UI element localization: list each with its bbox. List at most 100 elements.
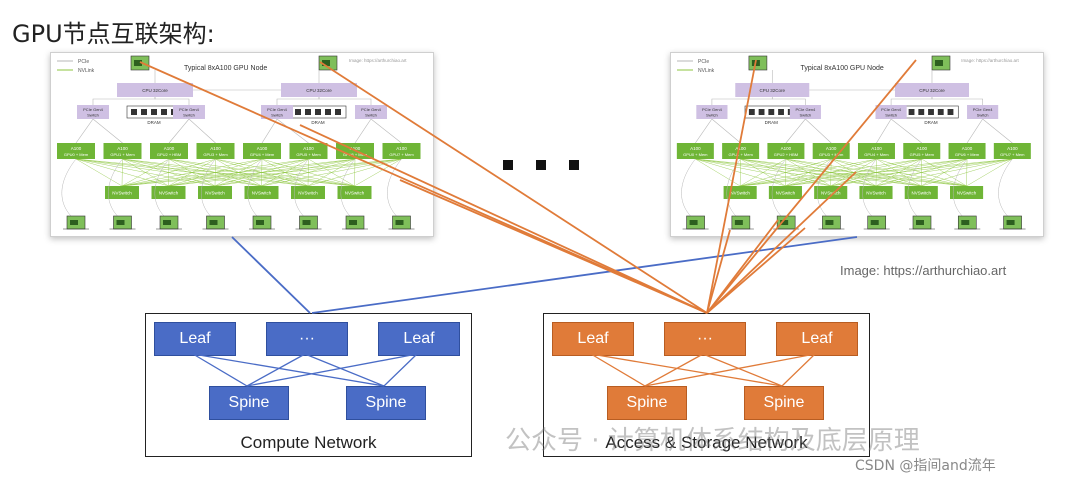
- compute-link-1-0: [246, 353, 306, 387]
- cpu-label-left-1: CPU 32Core: [306, 88, 332, 93]
- compute-leaf-2: ···: [266, 322, 348, 356]
- nvswitch-right-3: [859, 186, 893, 199]
- gpu-label-b-left-5: GPU5 + Mem: [296, 152, 321, 157]
- legend-nvlink-left: NVLink: [78, 68, 95, 74]
- dram-label-right-1: DRAM: [924, 120, 938, 125]
- compute-network-label: Compute Network: [240, 433, 377, 452]
- compute-leaf-3: Leaf: [378, 322, 460, 356]
- pcie-switch-label-a-right-1: PCIe Gen4: [795, 107, 816, 112]
- nvswitch-label-right-5: NVSwitch: [957, 191, 977, 196]
- node-title-right: Typical 8xA100 GPU Node: [801, 65, 884, 72]
- compute-spine-2: Spine: [346, 386, 426, 420]
- pcie-switch-left-1: [173, 105, 205, 119]
- gpu-right-2: [767, 143, 805, 159]
- storage-link-1-0: [644, 353, 704, 387]
- gpu-label-b-right-3: GPU3 + Mem: [819, 152, 844, 157]
- nvswitch-right-5: [950, 186, 984, 199]
- gpu-label-b-left-4: GPU4 + Mem: [250, 152, 275, 157]
- gpu-left-3: [196, 143, 235, 159]
- gpu-right-0: [676, 143, 714, 159]
- compute-spine-1: Spine: [209, 386, 289, 420]
- dram-label-left-0: DRAM: [147, 120, 161, 125]
- image-credit: Image: https://arthurchiao.art: [840, 263, 1007, 278]
- gpu-left-1: [103, 143, 142, 159]
- cpu-label-left-0: CPU 32Core: [142, 88, 168, 93]
- pcie-switch-label-b-left-3: Switch: [365, 113, 377, 118]
- pcie-switch-label-b-right-1: Switch: [799, 113, 811, 118]
- gpu-left-4: [243, 143, 281, 159]
- pcie-switch-label-b-right-2: Switch: [885, 113, 897, 118]
- gpu-label-a-right-4: A100: [871, 146, 882, 151]
- nvswitch-label-right-3: NVSwitch: [866, 191, 886, 196]
- gpu-label-a-left-2: A100: [164, 146, 175, 151]
- gpu-right-5: [903, 143, 941, 159]
- pcie-switch-left-2: [261, 105, 293, 119]
- dram-label-left-1: DRAM: [311, 120, 325, 125]
- gpu-right-3: [812, 143, 850, 159]
- pcie-switch-label-a-left-0: PCIe Gen4: [83, 107, 104, 112]
- storage-network-box: Leaf ··· Leaf Spine Spine Access & Stora…: [543, 313, 870, 457]
- nvswitch-label-left-3: NVSwitch: [252, 191, 272, 196]
- uplink-right-compute: [311, 236, 858, 314]
- pcie-switch-right-1: [789, 105, 821, 119]
- uplink-left-compute: [231, 236, 311, 314]
- gpu-label-a-right-7: A100: [1007, 146, 1018, 151]
- gpu-label-b-right-0: GPU0 + Mem: [683, 152, 708, 157]
- gpu-label-b-left-7: GPU7 + Mem: [389, 152, 414, 157]
- storage-network-label: Access & Storage Network: [605, 433, 808, 452]
- csdn-credit: CSDN @指间and流年: [855, 458, 996, 474]
- gpu-left-0: [57, 143, 95, 159]
- gpu-label-a-right-1: A100: [735, 146, 746, 151]
- node-title-left: Typical 8xA100 GPU Node: [184, 65, 267, 72]
- nvswitch-left-0: [105, 186, 139, 199]
- legend-pcie-right: PCIe: [698, 59, 709, 65]
- nvswitch-label-left-0: NVSwitch: [112, 191, 132, 196]
- storage-link-2-1: [781, 353, 816, 387]
- gpu-label-b-left-3: GPU3 + Mem: [203, 152, 228, 157]
- pcie-switch-label-a-left-3: PCIe Gen4: [361, 107, 382, 112]
- storage-uplink-right-4: [706, 229, 731, 314]
- pcie-switch-label-b-left-1: Switch: [183, 113, 195, 118]
- storage-uplink-left-2: [299, 124, 708, 314]
- compute-link-1-1: [304, 353, 385, 387]
- gpu-label-b-left-1: GPU1 + Mem: [110, 152, 135, 157]
- nvswitch-left-5: [337, 186, 372, 199]
- gpu-label-b-right-2: GPU2 + HBM: [774, 152, 798, 157]
- cpu-right-0: [735, 83, 810, 97]
- legend-pcie-left: PCIe: [78, 59, 89, 65]
- gpu-right-4: [857, 143, 895, 159]
- gpu-label-a-left-7: A100: [396, 146, 407, 151]
- storage-spine-2: Spine: [744, 386, 824, 420]
- nvswitch-left-1: [151, 186, 186, 199]
- compute-link-0-0: [192, 353, 248, 387]
- gpu-label-a-left-1: A100: [117, 146, 128, 151]
- gpu-label-b-right-4: GPU4 + Mem: [864, 152, 889, 157]
- gpu-label-a-right-2: A100: [781, 146, 792, 151]
- compute-link-2-0: [246, 353, 418, 387]
- storage-leaf-1: Leaf: [552, 322, 634, 356]
- gpu-label-a-left-0: A100: [71, 146, 82, 151]
- pcie-switch-label-a-right-0: PCIe Gen4: [702, 107, 723, 112]
- gpu-label-a-left-4: A100: [257, 146, 268, 151]
- gpu-label-b-left-0: GPU0 + Mem: [64, 152, 89, 157]
- nvswitch-label-left-5: NVSwitch: [345, 191, 365, 196]
- pcie-switch-label-a-right-2: PCIe Gen4: [881, 107, 902, 112]
- storage-link-1-1: [702, 353, 783, 387]
- nvswitch-left-3: [244, 186, 279, 199]
- watermark-text: 公众号 · 计算机体系结构及底层原理: [505, 426, 920, 456]
- cpu-label-right-1: CPU 32Core: [919, 88, 945, 93]
- pcie-switch-right-0: [696, 105, 728, 119]
- pcie-switch-left-3: [355, 105, 387, 119]
- storage-uplink-right-3: [706, 171, 857, 314]
- nvswitch-left-2: [198, 186, 232, 199]
- compute-network-box: Leaf ··· Leaf Spine Spine Compute Networ…: [145, 313, 472, 457]
- node-watermark-left: Image: https://arthurchiao.art: [349, 58, 407, 63]
- gpu-label-a-right-3: A100: [826, 146, 837, 151]
- pcie-switch-label-a-right-3: PCIe Gen4: [973, 107, 994, 112]
- gpu-label-a-left-3: A100: [210, 146, 221, 151]
- nvswitch-label-left-4: NVSwitch: [298, 191, 318, 196]
- nvswitch-label-right-1: NVSwitch: [776, 191, 796, 196]
- dram-label-right-0: DRAM: [765, 120, 779, 125]
